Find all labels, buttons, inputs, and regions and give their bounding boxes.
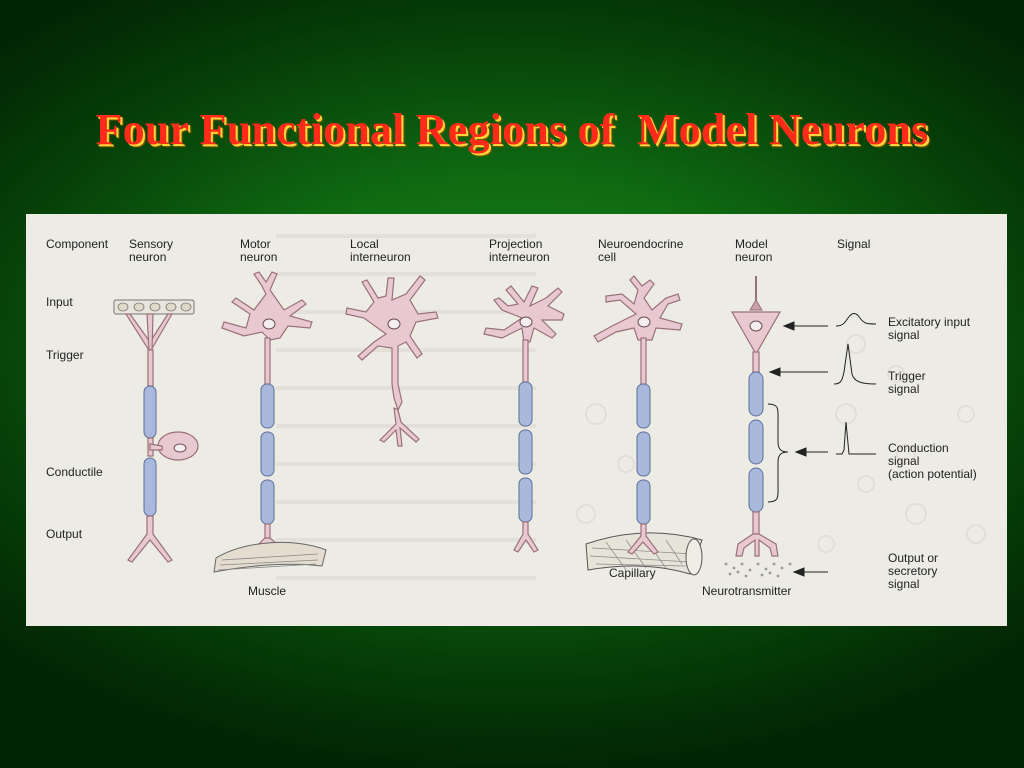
col-header-model-1: Model bbox=[735, 237, 768, 251]
row-label-output: Output bbox=[46, 527, 83, 541]
local-interneuron bbox=[345, 275, 439, 447]
row-label-input: Input bbox=[46, 295, 73, 309]
model-neuron bbox=[724, 276, 792, 578]
col-header-projection-2: interneuron bbox=[489, 250, 550, 264]
signal-output-1: Output or bbox=[888, 551, 938, 565]
label-neurotransmitter: Neurotransmitter bbox=[702, 584, 791, 598]
neuroendocrine-cell bbox=[585, 275, 703, 576]
row-labels: Input Trigger Conductile Output bbox=[46, 295, 103, 541]
neuron-figure: Component Sensory neuron Motor neuron Lo… bbox=[26, 214, 1007, 626]
conduction-bracket bbox=[767, 403, 789, 503]
slide-title: Four Functional Regions of Model Neurons bbox=[95, 105, 929, 154]
signal-arrows bbox=[768, 321, 828, 577]
col-header-model-2: neuron bbox=[735, 250, 772, 264]
label-capillary: Capillary bbox=[609, 566, 656, 580]
col-header-neuroendocrine-1: Neuroendocrine bbox=[598, 237, 684, 251]
row-header-component: Component bbox=[46, 237, 109, 251]
row-label-conductile: Conductile bbox=[46, 465, 103, 479]
neuron-diagram: Component Sensory neuron Motor neuron Lo… bbox=[46, 234, 986, 598]
col-header-motor-1: Motor bbox=[240, 237, 271, 251]
signal-trigger-1: Trigger bbox=[888, 369, 926, 383]
col-header-local-1: Local bbox=[350, 237, 379, 251]
col-header-sensory-2: neuron bbox=[129, 250, 166, 264]
label-muscle: Muscle bbox=[248, 584, 286, 598]
col-header-signal: Signal bbox=[837, 237, 870, 251]
column-headers: Component Sensory neuron Motor neuron Lo… bbox=[46, 237, 870, 264]
signal-conduction-1: Conduction bbox=[888, 441, 949, 455]
signal-conduction-3: (action potential) bbox=[888, 467, 977, 481]
background-texture bbox=[276, 234, 986, 580]
col-header-local-2: interneuron bbox=[350, 250, 411, 264]
col-header-neuroendocrine-2: cell bbox=[598, 250, 616, 264]
signal-output-2: secretory bbox=[888, 564, 937, 578]
col-header-motor-2: neuron bbox=[240, 250, 277, 264]
row-label-trigger: Trigger bbox=[46, 348, 84, 362]
signal-excitatory-2: signal bbox=[888, 328, 919, 342]
sensory-neuron bbox=[113, 299, 199, 563]
signal-waveforms bbox=[833, 313, 877, 455]
signal-trigger-2: signal bbox=[888, 382, 919, 396]
projection-interneuron bbox=[483, 285, 565, 553]
signal-conduction-2: signal bbox=[888, 454, 919, 468]
signal-excitatory-1: Excitatory input bbox=[888, 315, 971, 329]
signal-labels: Excitatory input signal Trigger signal C… bbox=[888, 315, 977, 591]
col-header-sensory-1: Sensory bbox=[129, 237, 173, 251]
col-header-projection-1: Projection bbox=[489, 237, 542, 251]
signal-output-3: signal bbox=[888, 577, 919, 591]
motor-neuron bbox=[213, 271, 327, 573]
